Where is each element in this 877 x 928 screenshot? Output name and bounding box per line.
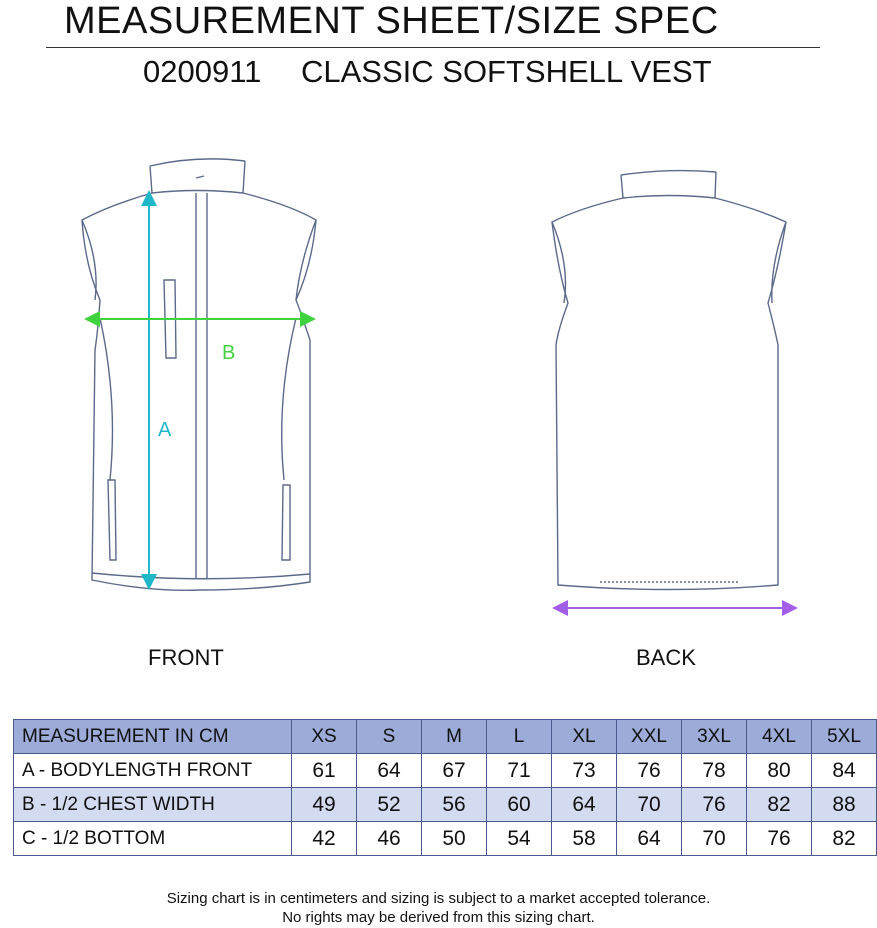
value-cell: 71 [486, 753, 552, 788]
value-cell: 64 [356, 753, 422, 788]
size-header: XXL [616, 719, 682, 754]
value-cell: 42 [291, 821, 357, 856]
back-vest-drawing [551, 169, 787, 591]
value-cell: 88 [811, 787, 877, 822]
value-cell: 80 [746, 753, 812, 788]
title-divider [46, 47, 820, 48]
article-code: 0200911 [143, 54, 262, 89]
value-cell: 49 [291, 787, 357, 822]
value-cell: 76 [746, 821, 812, 856]
table-header-row: MEASUREMENT IN CM XS S M L XL XXL 3XL 4X… [13, 719, 877, 754]
value-cell: 82 [746, 787, 812, 822]
size-header: XL [551, 719, 617, 754]
size-header: XS [291, 719, 357, 754]
value-cell: 58 [551, 821, 617, 856]
value-cell: 54 [486, 821, 552, 856]
value-cell: 64 [616, 821, 682, 856]
front-vest-drawing [81, 158, 317, 591]
measure-a-label: A [158, 419, 172, 441]
value-cell: 76 [681, 787, 747, 822]
value-cell: 70 [681, 821, 747, 856]
table-row: A - BODYLENGTH FRONT 61 64 67 71 73 76 7… [13, 753, 877, 788]
measure-c-label: C [666, 617, 680, 620]
value-cell: 60 [486, 787, 552, 822]
size-header: 4XL [746, 719, 812, 754]
row-label: A - BODYLENGTH FRONT [13, 753, 292, 788]
garment-drawings: A B C [81, 158, 798, 620]
row-label: B - 1/2 CHEST WIDTH [13, 787, 292, 822]
value-cell: 52 [356, 787, 422, 822]
size-header: L [486, 719, 552, 754]
value-cell: 76 [616, 753, 682, 788]
value-cell: 46 [356, 821, 422, 856]
size-header: M [421, 719, 487, 754]
page-title: MEASUREMENT SHEET/SIZE SPEC [64, 0, 719, 42]
back-view-label: BACK [636, 645, 696, 670]
value-cell: 84 [811, 753, 877, 788]
value-cell: 67 [421, 753, 487, 788]
value-cell: 64 [551, 787, 617, 822]
front-view-label: FRONT [148, 645, 224, 670]
footnote-tolerance: Sizing chart is in centimeters and sizin… [166, 890, 711, 907]
measure-b-label: B [222, 342, 235, 364]
size-spec-table: MEASUREMENT IN CM XS S M L XL XXL 3XL 4X… [13, 719, 877, 856]
size-header: 5XL [811, 719, 877, 754]
size-header: S [356, 719, 422, 754]
table-row: B - 1/2 CHEST WIDTH 49 52 56 60 64 70 76… [13, 787, 877, 822]
article-name: CLASSIC SOFTSHELL VEST [301, 54, 712, 89]
value-cell: 61 [291, 753, 357, 788]
table-header-label: MEASUREMENT IN CM [13, 719, 292, 754]
value-cell: 82 [811, 821, 877, 856]
row-label: C - 1/2 BOTTOM [13, 821, 292, 856]
value-cell: 56 [421, 787, 487, 822]
footnote-disclaimer: No rights may be derived from this sizin… [282, 909, 595, 926]
table-row: C - 1/2 BOTTOM 42 46 50 54 58 64 70 76 8… [13, 821, 877, 856]
value-cell: 73 [551, 753, 617, 788]
value-cell: 78 [681, 753, 747, 788]
size-header: 3XL [681, 719, 747, 754]
value-cell: 70 [616, 787, 682, 822]
value-cell: 50 [421, 821, 487, 856]
